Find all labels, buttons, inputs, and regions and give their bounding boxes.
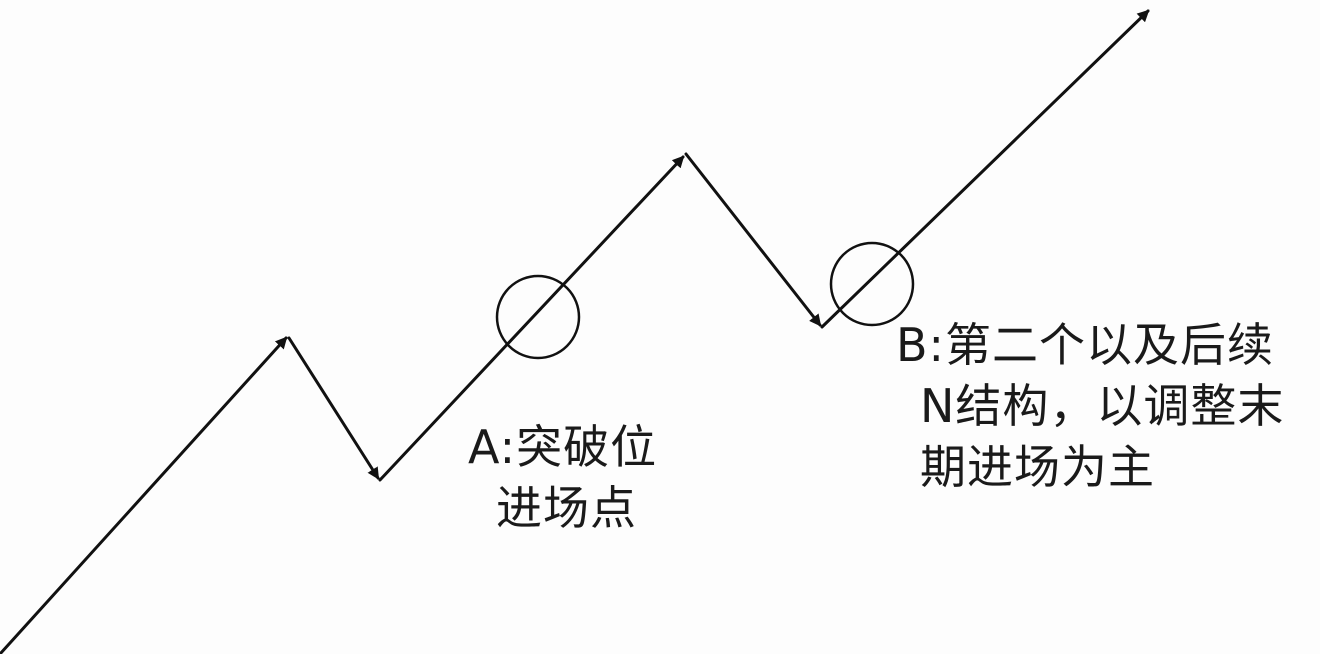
label-a-line-1: A:突破位 xyxy=(468,420,658,474)
label-b-line-3: 期进场为主 xyxy=(920,440,1155,495)
label-b-line-1: B:第二个以及后续 xyxy=(896,318,1275,372)
entry-point-a-circle xyxy=(495,274,581,360)
trend-leg-up-2 xyxy=(378,155,685,482)
trend-leg-down-2 xyxy=(684,152,822,327)
label-a-line-2: 进场点 xyxy=(496,481,637,536)
entry-point-b-circle xyxy=(829,241,915,327)
trend-leg-up-1 xyxy=(0,336,288,654)
trend-leg-up-3 xyxy=(820,9,1150,329)
label-b-line-2: N结构，以调整末 xyxy=(920,379,1285,434)
trend-leg-down-1 xyxy=(287,336,380,480)
label-a-breakout-entry: A:突破位 进场点 xyxy=(468,420,678,542)
label-b-later-n-structure: B:第二个以及后续 N结构，以调整末 期进场为主 xyxy=(896,318,1306,502)
